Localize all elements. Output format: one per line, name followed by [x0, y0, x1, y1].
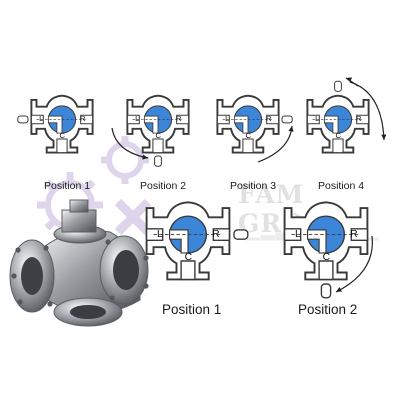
small-handle-icon-1: [17, 115, 29, 124]
valve-bolt-hole-9: [109, 295, 115, 301]
large-valve-1: L R C: [145, 201, 249, 281]
small-caption-1: Position 1: [44, 180, 91, 192]
small-caption-2: Position 2: [140, 180, 187, 192]
small-label-R-1: R: [80, 114, 86, 123]
large-handle-icon-1: [233, 229, 249, 240]
steel-valve-illustration: [9, 199, 149, 327]
small-label-L-2: L: [135, 114, 139, 123]
small-caption-3: Position 3: [230, 180, 277, 192]
small-label-L-1: L: [39, 114, 43, 123]
small-label-C-2: C: [155, 131, 161, 140]
small-passages-2: [126, 114, 190, 154]
small-passages-1: [30, 114, 94, 154]
large-label-L-1: L: [157, 229, 163, 240]
small-caption-4: Position 4: [318, 180, 365, 192]
large-handle-icon-2: [320, 283, 332, 299]
small-label-L-4: L: [315, 114, 319, 123]
rotation-arrowhead-3: [381, 134, 387, 140]
large-valve-2: L R C: [283, 201, 369, 299]
large-label-R-1: R: [212, 229, 219, 240]
small-bore-1: [47, 115, 63, 134]
small-label-R-2: R: [176, 114, 182, 123]
small-valve-3: L R C: [216, 94, 293, 154]
large-label-C-1: C: [185, 252, 193, 263]
large-label-C-2: C: [323, 252, 331, 263]
valve-bolt-hole-4: [43, 245, 49, 251]
small-label-C-1: C: [59, 131, 65, 140]
small-valve-1: L R C: [17, 94, 94, 154]
valve-bottom-bore: [70, 305, 106, 319]
valve-bolt-hole-8: [143, 283, 149, 289]
small-label-L-3: L: [225, 114, 229, 123]
valve-stem-square: [69, 199, 89, 213]
small-label-R-3: R: [266, 114, 272, 123]
small-passages-4: [306, 114, 370, 154]
large-label-L-2: L: [295, 229, 301, 240]
valve-bonnet: [61, 209, 97, 233]
small-valve-4: L R C: [306, 80, 370, 154]
rotation-arrowhead-3b: [346, 77, 352, 83]
valve-right-bore: [113, 250, 139, 290]
valve-bolt-hole-6: [105, 239, 111, 245]
valve-left-bore: [21, 257, 43, 295]
small-passages-3: [216, 114, 280, 154]
small-bore-4: [323, 115, 339, 134]
small-label-C-3: C: [245, 131, 251, 140]
small-valve-2: L R C: [126, 94, 190, 167]
large-passages-2: [283, 228, 369, 281]
large-label-R-2: R: [350, 229, 357, 240]
small-bore-3: [233, 115, 249, 134]
rotation-arrowhead-2: [288, 126, 294, 132]
rotation-arrow-4: [335, 235, 373, 293]
small-handle-icon-3: [281, 115, 293, 124]
large-passages-1: [145, 228, 231, 281]
small-handle-icon-4: [334, 80, 342, 92]
rotation-arrowhead-1: [142, 154, 148, 160]
valve-bolt-hole-5: [47, 301, 53, 307]
small-label-C-4: C: [335, 131, 341, 140]
small-bore-2: [143, 115, 159, 134]
rotation-arrowhead-4: [336, 287, 342, 292]
valve-bolt-hole-2: [11, 273, 17, 279]
large-bore-1: [169, 229, 189, 254]
small-handle-icon-2: [154, 155, 162, 167]
large-caption-1: Position 1: [162, 302, 222, 317]
large-caption-2: Position 2: [298, 302, 358, 317]
valve-bolt-hole-7: [143, 255, 149, 261]
small-label-R-4: R: [356, 114, 362, 123]
large-bore-2: [307, 229, 327, 254]
valve-bolt-hole-3: [17, 299, 23, 305]
valve-bolt-hole-1: [15, 247, 21, 253]
